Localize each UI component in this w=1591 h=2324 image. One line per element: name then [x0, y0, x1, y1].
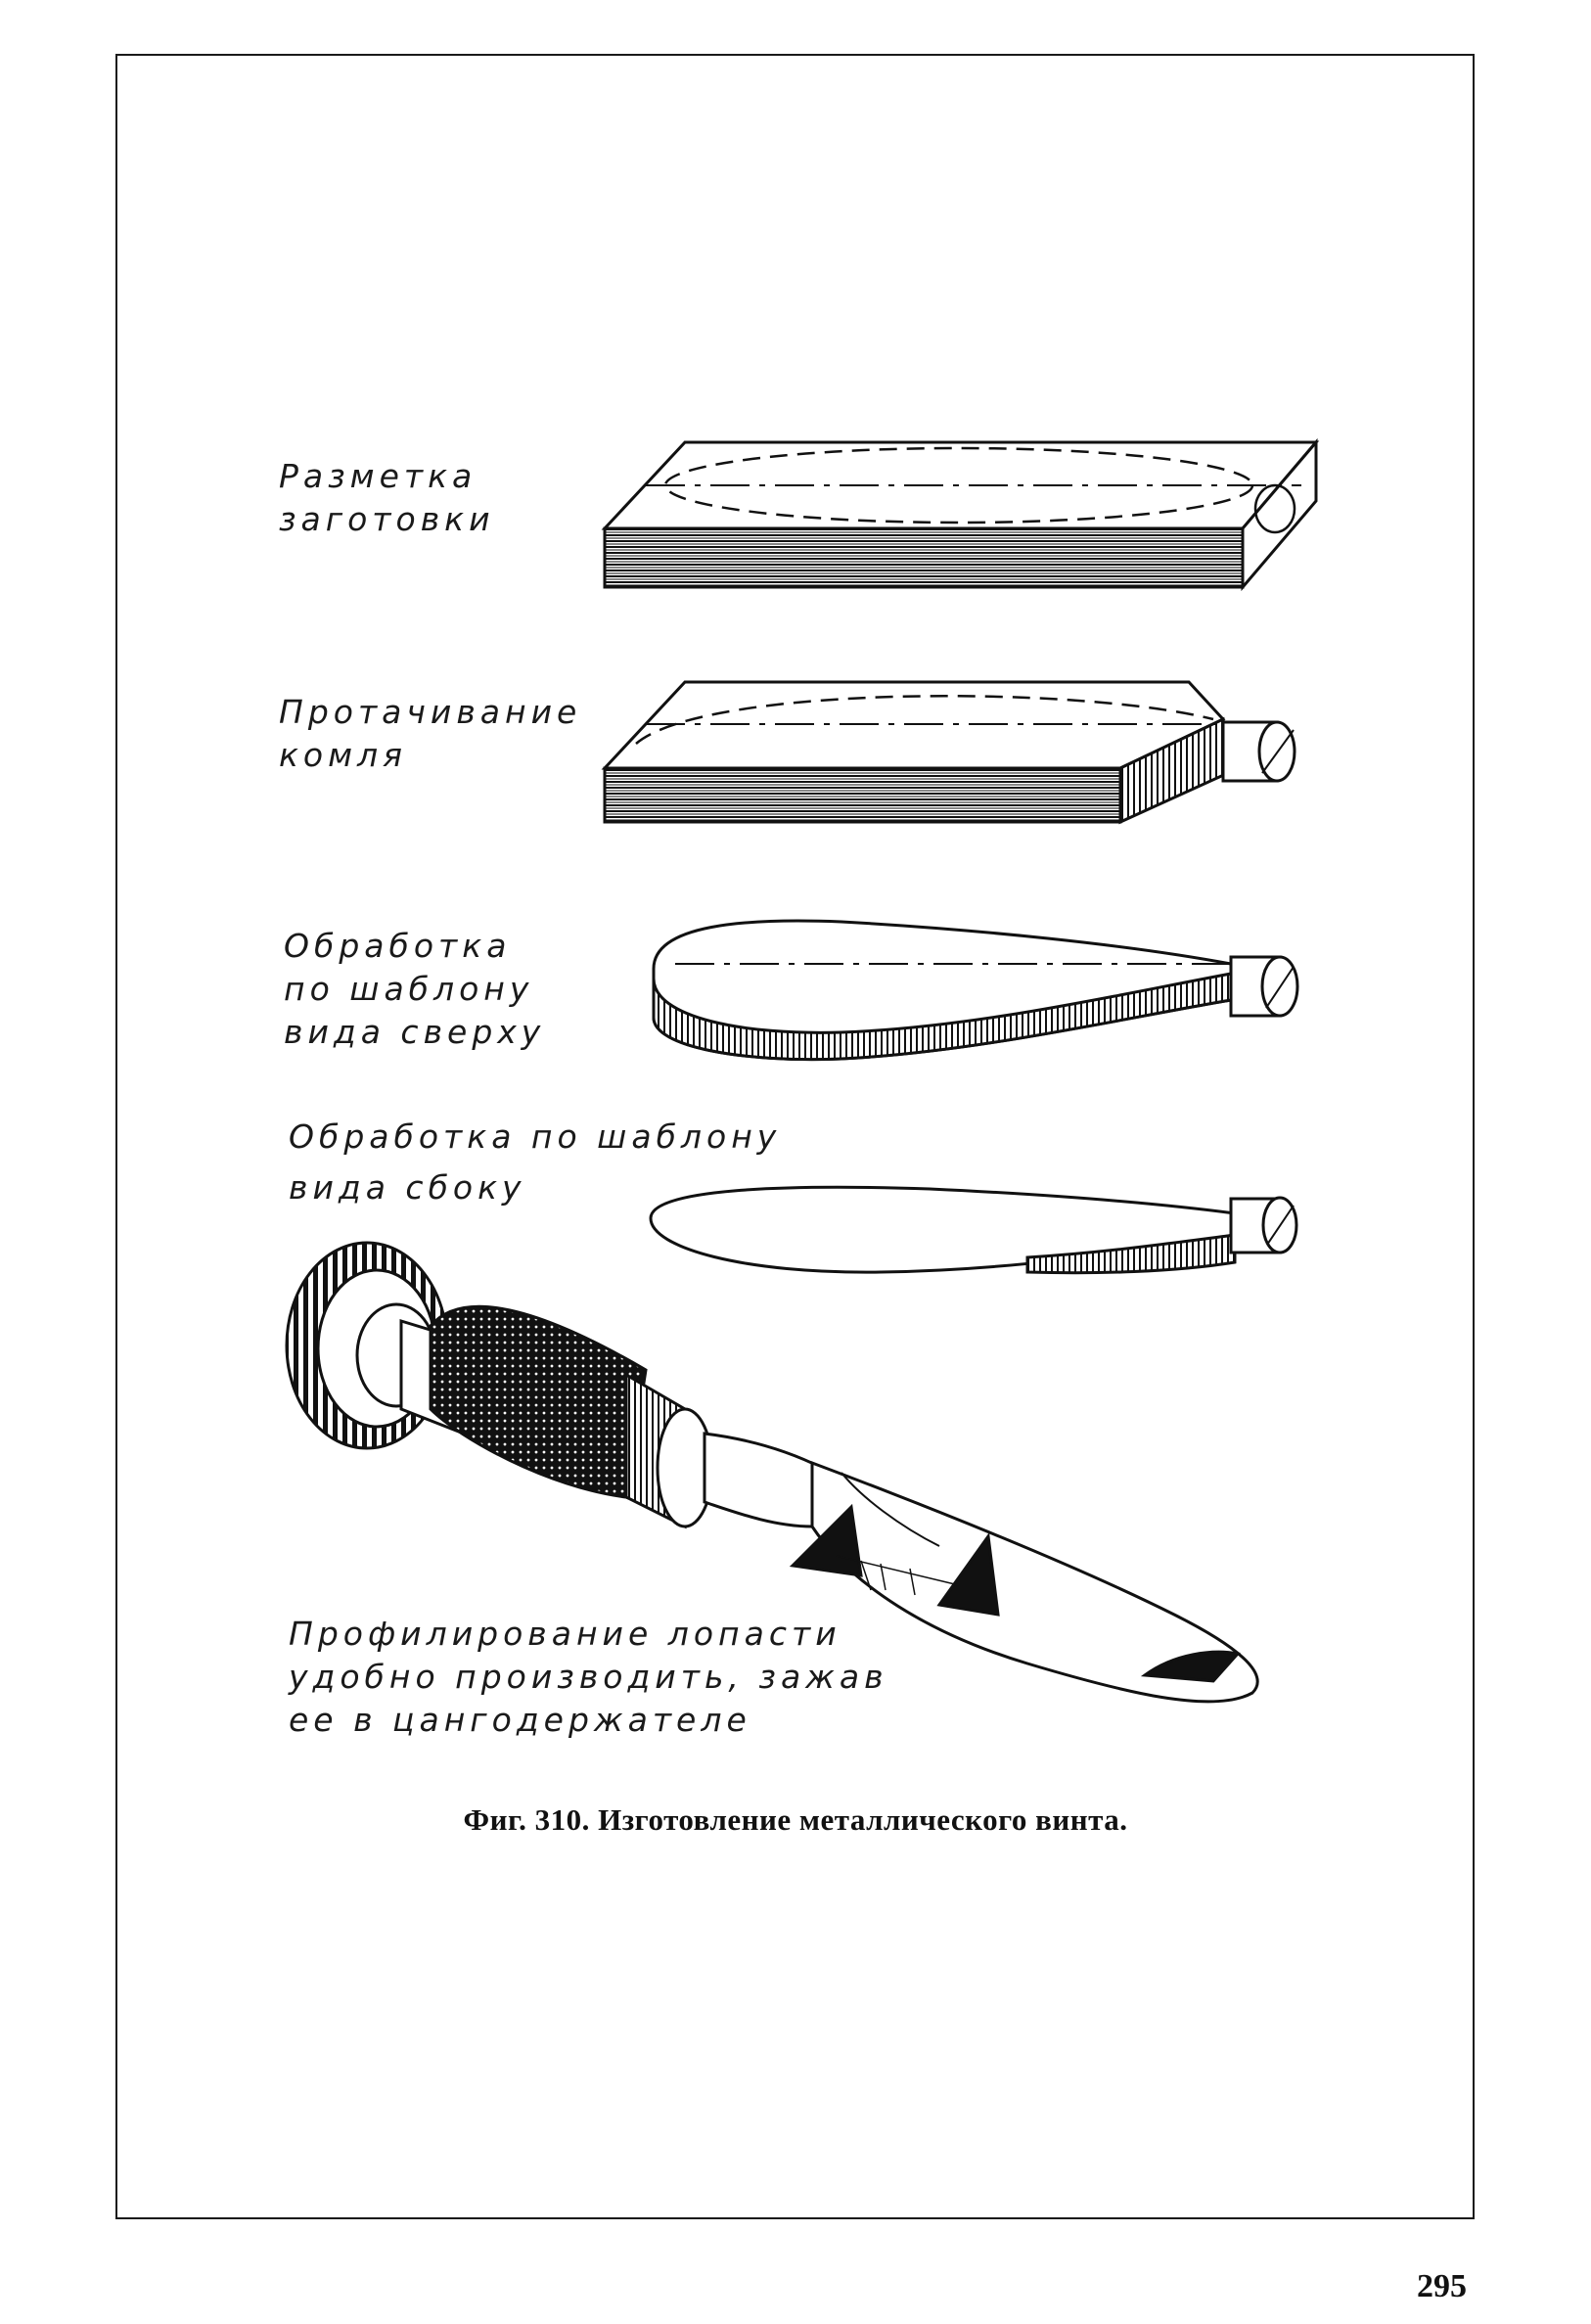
blank-marking-drawing	[601, 437, 1320, 592]
step-label-marking: Разметка заготовки	[279, 457, 495, 538]
step-label-side-view: Обработка по шаблону вида сбоку	[289, 1117, 782, 1207]
collet-holder-drawing	[285, 1241, 1259, 1704]
page-number: 295	[1417, 2268, 1467, 2304]
side-view-template-drawing	[649, 1185, 1298, 1275]
figure-frame	[115, 54, 1475, 2219]
step-label-root-turning: Протачивание комля	[279, 693, 582, 774]
top-view-template-drawing	[652, 919, 1299, 1062]
figure-caption: Фиг. 310. Изготовление металлического ви…	[463, 1802, 1128, 1837]
step-label-profiling: Профилирование лопасти удобно производит…	[289, 1615, 888, 1739]
step-label-top-view: Обработка по шаблону вида сверху	[284, 927, 546, 1051]
root-turning-drawing	[601, 680, 1296, 825]
